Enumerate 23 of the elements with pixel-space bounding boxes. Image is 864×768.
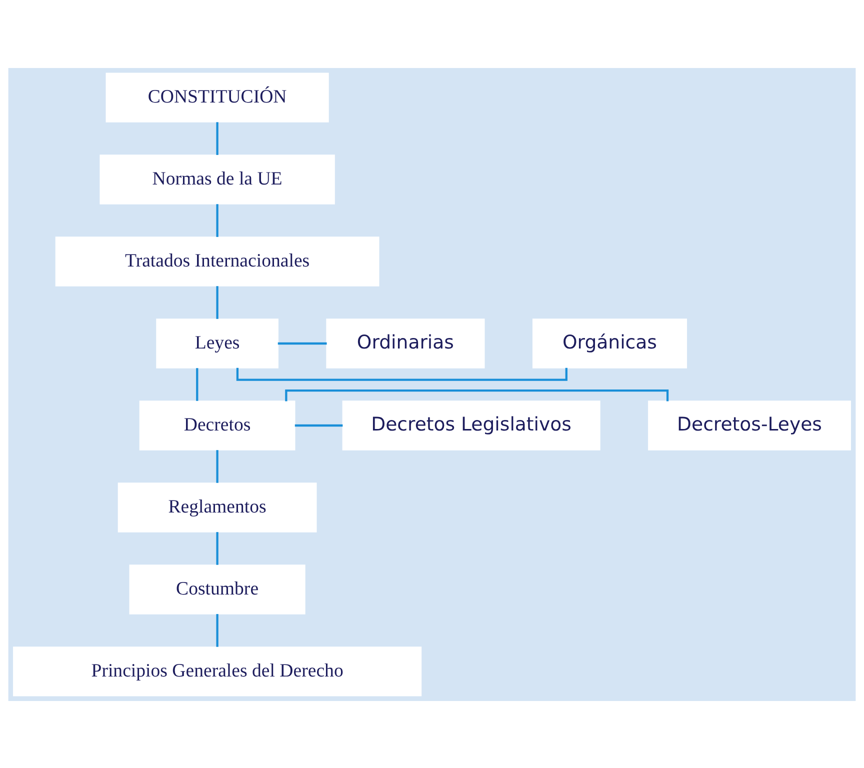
connector (216, 532, 218, 564)
node-box: Costumbre (129, 564, 306, 614)
node-box: Decretos Legislativos (342, 400, 600, 450)
node-box: Principios Generales del Derecho (13, 646, 422, 696)
connector (236, 367, 568, 380)
connector (278, 342, 327, 344)
node-box: Leyes (156, 318, 278, 368)
node-box: Ordinarias (326, 318, 485, 368)
node-box: Decretos-Leyes (648, 400, 851, 450)
connector (285, 388, 669, 401)
connector (216, 286, 218, 318)
node-box: Reglamentos (118, 482, 317, 532)
node-box: CONSTITUCIÓN (106, 72, 329, 122)
connector (196, 368, 198, 400)
node-box: Decretos (139, 400, 296, 450)
node-box: Orgánicas (532, 318, 688, 368)
connector (216, 614, 218, 646)
connector (216, 204, 218, 236)
node-box: Normas de la UE (100, 154, 335, 204)
connector (294, 424, 343, 426)
node-box: Tratados Internacionales (55, 236, 380, 286)
connector (216, 122, 218, 154)
connector (216, 450, 218, 482)
